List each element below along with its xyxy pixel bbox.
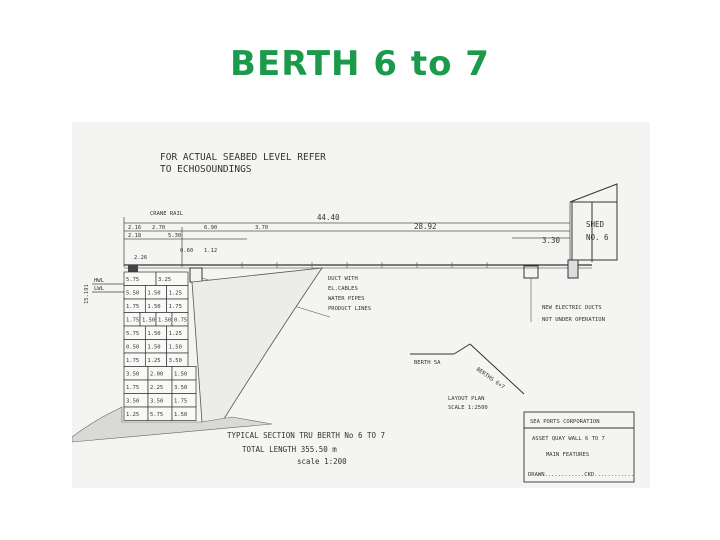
layout-berth-5a: BERTH 5A [414, 360, 441, 366]
wall-block-label: 5.75 [126, 331, 139, 337]
electric-note-line2: NOT UNDER OPERATION [542, 317, 605, 323]
wall-block-label: 1.75 [126, 304, 139, 310]
duct-note-line4: PRODUCT LINES [328, 306, 371, 312]
shed-label-line1: SHED [586, 220, 605, 229]
wall-block [171, 406, 197, 421]
wall-block-label: 1.50 [147, 304, 160, 310]
title-block-org: SEA PORTS CORPORATION [530, 419, 600, 425]
title-block-drawn: DRAWN............CKD............ [528, 472, 634, 478]
water-level-marks [92, 283, 128, 293]
wall-block-label: 1.50 [174, 372, 187, 378]
wall-block-label: 1.50 [142, 318, 155, 324]
dim-2-16: 2.16 [128, 225, 141, 231]
dim-3-70: 3.70 [255, 225, 268, 231]
dim-2-70: 2.70 [152, 225, 165, 231]
slide-title: BERTH 6 to 7 [230, 44, 490, 84]
engineering-drawing: FOR ACTUAL SEABED LEVEL REFER TO ECHOSOU… [71, 122, 650, 488]
layout-plan-scale: SCALE 1:2500 [448, 405, 488, 411]
wall-block-label: 1.50 [147, 345, 160, 351]
wall-block-label: 1.50 [169, 345, 182, 351]
service-duct [189, 267, 203, 283]
title-block [523, 411, 635, 483]
wall-block-label: 0.50 [126, 345, 139, 351]
dim-1-12: 1.12 [204, 248, 217, 254]
wall-block-label: 2.00 [150, 372, 163, 378]
wall-block-label: 1.75 [126, 318, 139, 324]
hwl-label: HWL [94, 278, 105, 284]
wall-block-label: 1.25 [147, 358, 160, 364]
shed-structure [569, 183, 618, 262]
duct-note-line3: WATER PIPES [328, 296, 364, 302]
title-block-asset: ASSET QUAY WALL 6 TO 7 [532, 436, 605, 442]
wall-block-label: 5.75 [126, 277, 139, 283]
dim-15-191: 15.191 [84, 284, 90, 304]
wall-block-label: 3.50 [174, 385, 187, 391]
dim-3-30: 3.30 [542, 236, 561, 245]
deck-ticks [241, 262, 488, 268]
dim-44-40: 44.40 [317, 213, 340, 222]
wall-block-label: 2.25 [150, 385, 163, 391]
shed-label-line2: NO. 6 [586, 233, 609, 242]
shed-column [567, 259, 579, 279]
wall-block-label: 1.50 [147, 331, 160, 337]
wall-block-label: 0.75 [174, 318, 187, 324]
crane-rail-label: CRANE RAIL [150, 211, 184, 217]
dimension-lines [123, 202, 571, 267]
section-caption-line1: TYPICAL SECTION TRU BERTH No 6 TO 7 [227, 431, 385, 440]
wall-block-label: 1.50 [158, 318, 171, 324]
wall-block-label: 3.25 [158, 277, 171, 283]
seabed [71, 406, 273, 443]
wall-block-label: 3.50 [150, 399, 163, 405]
wall-block-label: 5.75 [150, 412, 163, 418]
wall-block-label: 1.25 [169, 291, 182, 297]
dim-2-18: 2.18 [128, 233, 141, 239]
wall-block-label: 3.50 [126, 399, 139, 405]
wall-block-label: 1.75 [174, 399, 187, 405]
layout-plan [410, 343, 525, 395]
seabed-note-line2: TO ECHOSOUNDINGS [160, 164, 252, 175]
duct-note-line2: EL.CABLES [328, 286, 358, 292]
dim-28-92: 28.92 [414, 222, 437, 231]
wall-block-label: 1.25 [126, 412, 139, 418]
lwl-label: LWL [94, 286, 105, 292]
dim-6-90: 6.90 [204, 225, 217, 231]
backfill-slope [191, 267, 323, 423]
crane-rail-seaside [128, 265, 138, 275]
wall-block-label: 3.50 [126, 372, 139, 378]
dim-5-30: 5.30 [168, 233, 181, 239]
wall-block-label: 3.50 [169, 358, 182, 364]
wall-block-label: 1.50 [174, 412, 187, 418]
wall-block-label: 5.50 [126, 291, 139, 297]
wall-block-label: 1.25 [169, 331, 182, 337]
seabed-note-line1: FOR ACTUAL SEABED LEVEL REFER [160, 152, 326, 163]
dim-0-60: 0.60 [180, 248, 193, 254]
wall-block-label: 1.50 [147, 291, 160, 297]
wall-block-label: 1.75 [169, 304, 182, 310]
dim-2-26: 2.26 [134, 255, 147, 261]
duct-note-line1: DUCT WITH [328, 276, 358, 282]
drawing-svg: FOR ACTUAL SEABED LEVEL REFER TO ECHOSOU… [71, 152, 635, 483]
electric-note-line1: NEW ELECTRIC DUCTS [542, 305, 602, 311]
layout-berths-67: BERTHS 6+7 [475, 367, 506, 391]
wall-block-label: 1.75 [126, 358, 139, 364]
wall-block-label: 1.75 [126, 385, 139, 391]
section-caption-line2: TOTAL LENGTH 355.50 m [242, 445, 337, 454]
title-block-subtitle: MAIN FEATURES [546, 452, 589, 458]
section-caption-line3: scale 1:200 [297, 457, 347, 466]
layout-plan-label: LAYOUT PLAN [448, 396, 484, 402]
